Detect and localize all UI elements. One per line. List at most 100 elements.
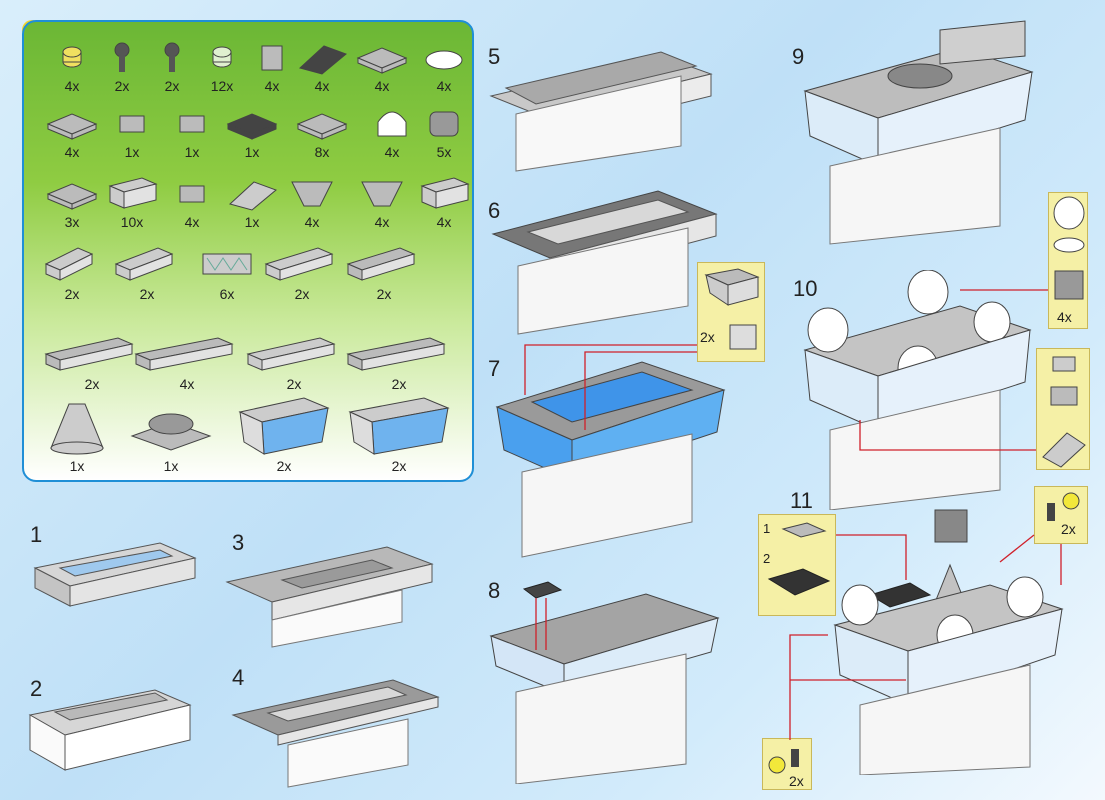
part-plate-1x8: 2x xyxy=(42,312,142,392)
part-drawing xyxy=(179,185,205,203)
step-number-2: 2 xyxy=(30,676,43,701)
part-brick-corner: 4x xyxy=(414,174,474,230)
part-window: 2x xyxy=(344,394,454,474)
part-brick-1x6: 2x xyxy=(262,236,342,302)
part-drawing xyxy=(164,42,180,72)
part-qty: 1x xyxy=(69,458,85,474)
part-drawing xyxy=(420,177,470,209)
step-number-6: 6 xyxy=(488,198,501,223)
part-fence: 6x xyxy=(192,236,262,302)
part-qty: 6x xyxy=(219,286,235,302)
part-drawing xyxy=(44,337,134,371)
part-clip: 1x xyxy=(102,104,162,160)
part-slope-long: 2x xyxy=(42,236,102,302)
part-qty: 4x xyxy=(64,144,80,160)
part-tile-1x8: 4x xyxy=(132,312,242,392)
step-number-8: 8 xyxy=(488,578,501,603)
part-qty: 2x xyxy=(286,376,302,392)
part-round-1x1: 12x xyxy=(192,38,252,94)
part-slope: 4x xyxy=(292,38,352,94)
part-drawing xyxy=(62,46,82,68)
step-11-callout-right: 2x xyxy=(1034,486,1088,544)
part-qty: 4x xyxy=(374,78,390,94)
part-drawing xyxy=(238,397,330,455)
part-qty: 12x xyxy=(210,78,234,94)
substep-1: 1 xyxy=(763,521,771,536)
part-qty: 2x xyxy=(139,286,155,302)
step-number-9: 9 xyxy=(792,44,805,69)
callout-qty: 2x xyxy=(700,329,715,345)
part-qty: 4x xyxy=(374,214,390,230)
step-number-3: 3 xyxy=(232,530,245,555)
part-drawing xyxy=(429,111,459,137)
part-slope: 1x xyxy=(222,174,282,230)
part-drawing xyxy=(134,337,234,371)
part-qty: 1x xyxy=(244,144,260,160)
part-round-brick: 5x xyxy=(414,104,474,160)
part-drawing xyxy=(114,247,174,281)
part-qty: 4x xyxy=(436,214,452,230)
part-inv-slope: 4x xyxy=(282,174,342,230)
part-drawing xyxy=(108,177,158,209)
part-qty: 2x xyxy=(114,78,130,94)
part-qty: 10x xyxy=(120,214,144,230)
part-drawing xyxy=(114,42,130,72)
part-drawing xyxy=(425,50,463,70)
part-drawing xyxy=(291,181,333,207)
part-drawing xyxy=(346,247,416,281)
part-qty: 4x xyxy=(64,78,80,94)
part-round-1x1: 4x xyxy=(42,38,102,94)
part-drawing xyxy=(202,253,252,275)
step-3-illustration xyxy=(225,546,434,648)
part-round-plate: 4x xyxy=(414,38,474,94)
part-qty: 2x xyxy=(164,78,180,94)
part-qty: 4x xyxy=(179,376,195,392)
part-drawing xyxy=(361,181,403,207)
callout-parts xyxy=(1042,356,1086,468)
part-plate-2x2: 1x xyxy=(222,104,282,160)
part-hinge: 1x xyxy=(162,104,222,160)
part-slope-2x4: 2x xyxy=(244,312,344,392)
part-drawing xyxy=(296,113,348,140)
part-dome: 4x xyxy=(362,104,422,160)
callout-parts xyxy=(767,522,831,596)
part-lamp: 2x xyxy=(92,38,152,94)
part-cone: 1x xyxy=(42,394,112,474)
part-plate-corner: 8x xyxy=(292,104,352,160)
part-drawing xyxy=(130,413,212,451)
part-lamp: 2x xyxy=(142,38,202,94)
step-10-callout-side xyxy=(1036,348,1090,470)
step-number-4: 4 xyxy=(232,665,245,690)
step-number-11: 11 xyxy=(790,488,813,513)
part-drawing xyxy=(46,183,98,210)
part-qty: 4x xyxy=(314,78,330,94)
part-drawing xyxy=(348,397,450,455)
part-drawing xyxy=(246,337,336,371)
part-drawing xyxy=(264,247,334,281)
part-plate-1x2: 4x xyxy=(42,104,102,160)
part-plate-1x2: 4x xyxy=(352,38,412,94)
step-4-illustration xyxy=(231,679,440,788)
part-qty: 1x xyxy=(124,144,140,160)
part-plate-4x6: 2x xyxy=(344,236,424,302)
substep-2: 2 xyxy=(763,551,771,566)
callout-qty: 4x xyxy=(1057,309,1072,325)
part-qty: 1x xyxy=(163,458,179,474)
part-plate-1x6: 2x xyxy=(344,312,454,392)
part-qty: 2x xyxy=(276,458,292,474)
step-number-10: 10 xyxy=(793,276,818,301)
part-drawing xyxy=(212,46,232,68)
part-brick-1x1: 4x xyxy=(242,38,302,94)
part-drawing xyxy=(346,337,446,371)
callout-parts xyxy=(768,749,799,774)
part-drawing xyxy=(228,181,277,211)
step-7-illustration xyxy=(495,361,726,558)
part-drawing xyxy=(119,115,145,133)
part-turntable: 1x xyxy=(126,394,216,474)
part-qty: 2x xyxy=(64,286,80,302)
step-number-7: 7 xyxy=(488,356,501,381)
part-drawing xyxy=(226,113,278,140)
step-6-illustration xyxy=(491,190,718,335)
